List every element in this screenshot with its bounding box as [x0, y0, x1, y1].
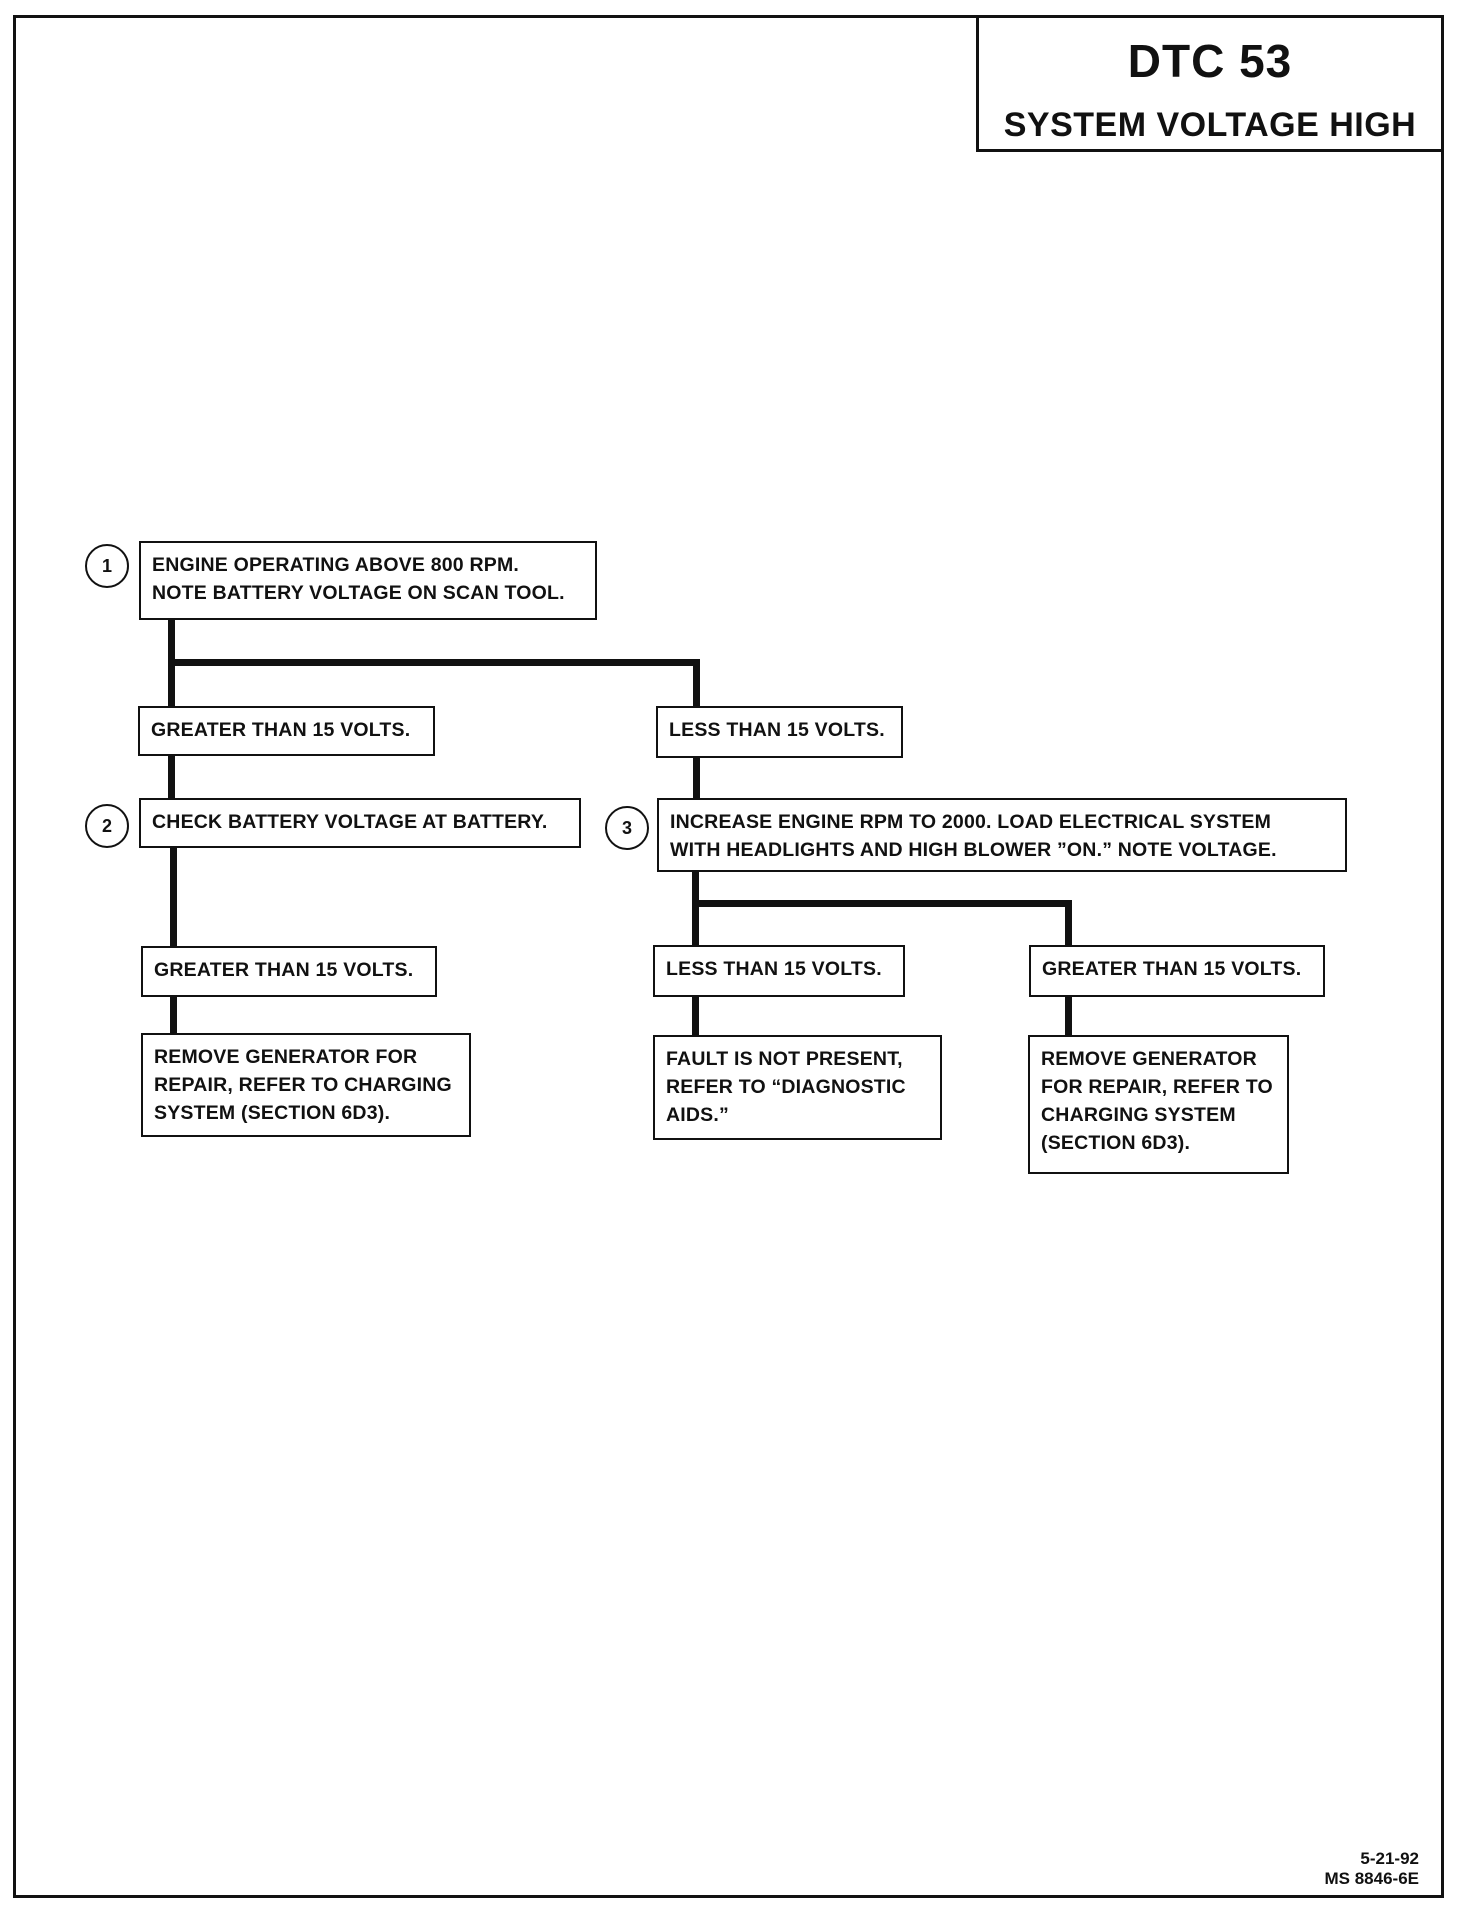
step-3-less-box: LESS THAN 15 VOLTS. [653, 945, 905, 997]
step-1-greater-label: GREATER THAN 15 VOLTS. [151, 719, 411, 741]
step-1-box: ENGINE OPERATING ABOVE 800 RPM. NOTE BAT… [139, 541, 597, 620]
step-1-line-1: ENGINE OPERATING ABOVE 800 RPM. [152, 554, 520, 576]
result-b-line-2: REFER TO “DIAGNOSTIC [666, 1076, 906, 1098]
step-3-box: INCREASE ENGINE RPM TO 2000. LOAD ELECTR… [657, 798, 1347, 872]
wire-less1-to-step3 [693, 758, 700, 798]
result-a-line-1: REMOVE GENERATOR FOR [154, 1046, 418, 1068]
dtc-code: DTC 53 [1127, 35, 1293, 87]
step-1-marker: 1 [85, 544, 129, 588]
step-3-marker: 3 [605, 806, 649, 850]
wire-greater2-to-result [170, 997, 177, 1033]
wire-step3-right-down [1065, 900, 1072, 945]
result-c-line-2: FOR REPAIR, REFER TO [1041, 1076, 1273, 1098]
step-3-greater-box: GREATER THAN 15 VOLTS. [1029, 945, 1325, 997]
wire-step1-horizontal [168, 659, 700, 666]
result-c-line-1: REMOVE GENERATOR [1041, 1048, 1257, 1070]
wire-step3-horizontal [692, 900, 1072, 907]
page-frame [13, 15, 1444, 1898]
wire-greater3-to-result [1065, 997, 1072, 1035]
result-remove-generator-a: REMOVE GENERATOR FOR REPAIR, REFER TO CH… [141, 1033, 471, 1137]
step-1-greater-box: GREATER THAN 15 VOLTS. [138, 706, 435, 756]
dtc-name: SYSTEM VOLTAGE HIGH [1003, 106, 1417, 144]
wire-less3-to-result [692, 997, 699, 1035]
step-2-line-1: CHECK BATTERY VOLTAGE AT BATTERY. [152, 811, 548, 833]
wire-step2-down [170, 848, 177, 946]
step-1-less-label: LESS THAN 15 VOLTS. [669, 719, 885, 741]
result-c-line-4: (SECTION 6D3). [1041, 1132, 1191, 1154]
step-1-less-box: LESS THAN 15 VOLTS. [656, 706, 903, 758]
result-a-line-3: SYSTEM (SECTION 6D3). [154, 1102, 391, 1124]
wire-step1-right-down [693, 659, 700, 709]
wire-greater1-to-step2 [168, 756, 175, 798]
result-b-line-1: FAULT IS NOT PRESENT, [666, 1048, 903, 1070]
step-2-greater-box: GREATER THAN 15 VOLTS. [141, 946, 437, 997]
step-3-line-1: INCREASE ENGINE RPM TO 2000. LOAD ELECTR… [670, 811, 1272, 833]
footer: 5-21-92 MS 8846-6E [1325, 1849, 1420, 1889]
wire-step3-down [692, 872, 699, 945]
result-remove-generator-b: REMOVE GENERATOR FOR REPAIR, REFER TO CH… [1028, 1035, 1289, 1174]
title-block: DTC 53 SYSTEM VOLTAGE HIGH [976, 15, 1444, 152]
result-a-line-2: REPAIR, REFER TO CHARGING [154, 1074, 452, 1096]
step-2-greater-label: GREATER THAN 15 VOLTS. [154, 959, 414, 981]
step-2-marker: 2 [85, 804, 129, 848]
step-3-greater-label: GREATER THAN 15 VOLTS. [1042, 958, 1302, 980]
step-3-less-label: LESS THAN 15 VOLTS. [666, 958, 882, 980]
result-c-line-3: CHARGING SYSTEM [1041, 1104, 1236, 1126]
footer-ref: MS 8846-6E [1324, 1869, 1420, 1888]
step-3-line-2: WITH HEADLIGHTS AND HIGH BLOWER ”ON.” NO… [670, 839, 1277, 861]
step-2-box: CHECK BATTERY VOLTAGE AT BATTERY. [139, 798, 581, 848]
step-1-line-2: NOTE BATTERY VOLTAGE ON SCAN TOOL. [152, 582, 565, 604]
result-fault-not-present: FAULT IS NOT PRESENT, REFER TO “DIAGNOST… [653, 1035, 942, 1140]
footer-date: 5-21-92 [1360, 1849, 1419, 1868]
result-b-line-3: AIDS.” [666, 1104, 729, 1126]
